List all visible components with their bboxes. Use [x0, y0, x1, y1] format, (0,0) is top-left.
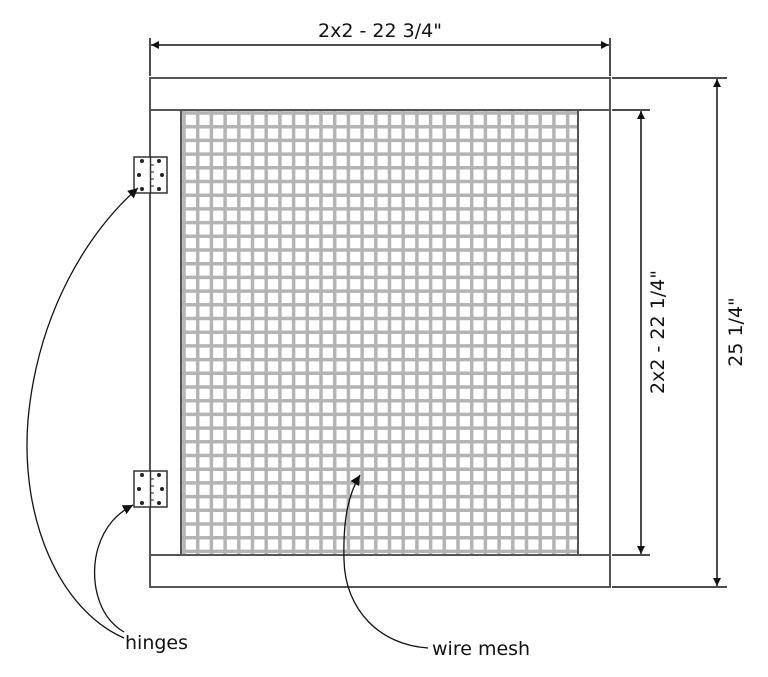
top-rail — [149, 77, 611, 111]
door-frame — [149, 77, 611, 588]
hinges-label: hinges — [125, 632, 188, 654]
outer-height-dimension-label: 25 1/4" — [725, 297, 747, 367]
bottom-rail — [149, 554, 611, 588]
inner-height-dimension-label: 2x2 - 22 1/4" — [647, 270, 669, 394]
wire-mesh-label: wire mesh — [432, 638, 530, 660]
hinge-leader-top — [26, 187, 139, 639]
hinge-top — [133, 156, 168, 194]
hinge-bottom — [133, 470, 168, 508]
hinge-leader-bottom — [93, 504, 134, 633]
width-dimension-label: 2x2 - 22 3/4" — [318, 20, 442, 42]
wire-mesh-leader — [343, 474, 429, 649]
wire-mesh — [181, 110, 578, 555]
